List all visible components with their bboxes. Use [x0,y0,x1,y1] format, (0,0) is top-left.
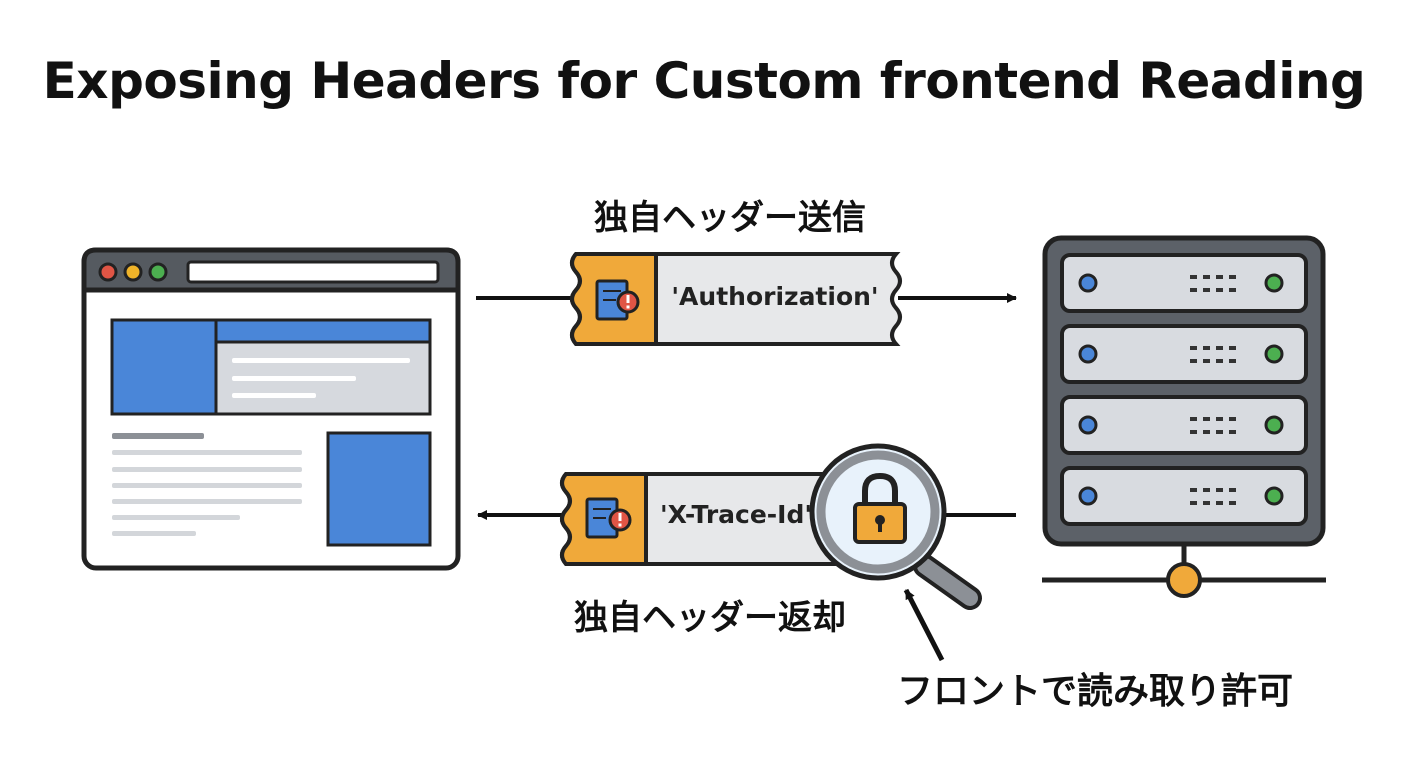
browser-window-icon [81,247,461,571]
server-rack-icon [1042,235,1326,547]
return-custom-header-label: 独自ヘッダー返却 [574,598,846,638]
allow-read-callout-arrow [903,588,945,662]
request-header-ticket [570,252,902,346]
hero-image-block [110,318,218,416]
server-unit-2 [1060,324,1308,384]
response-header-name: 'X-Trace-Id' [659,500,813,529]
network-connector [1042,544,1326,598]
network-node [1166,562,1202,598]
window-maximize-dot [148,262,168,282]
alert-icon [608,508,632,532]
lock-icon [853,472,907,544]
content-heading-line [112,433,204,439]
server-unit-3 [1060,395,1308,455]
window-close-dot [98,262,118,282]
request-header-name: 'Authorization' [671,282,879,311]
magnifying-glass-icon [809,443,982,610]
response-header-ticket [560,472,862,566]
address-bar [186,260,440,284]
window-minimize-dot [123,262,143,282]
server-unit-4 [1060,466,1308,526]
allow-frontend-read-label: フロントで読み取り許可 [896,671,1293,712]
server-unit-1 [1060,253,1308,313]
side-image-block [326,431,432,547]
alert-icon [616,290,640,314]
send-custom-header-label: 独自ヘッダー送信 [594,198,866,238]
page-title: Exposing Headers for Custom frontend Rea… [42,52,1366,110]
